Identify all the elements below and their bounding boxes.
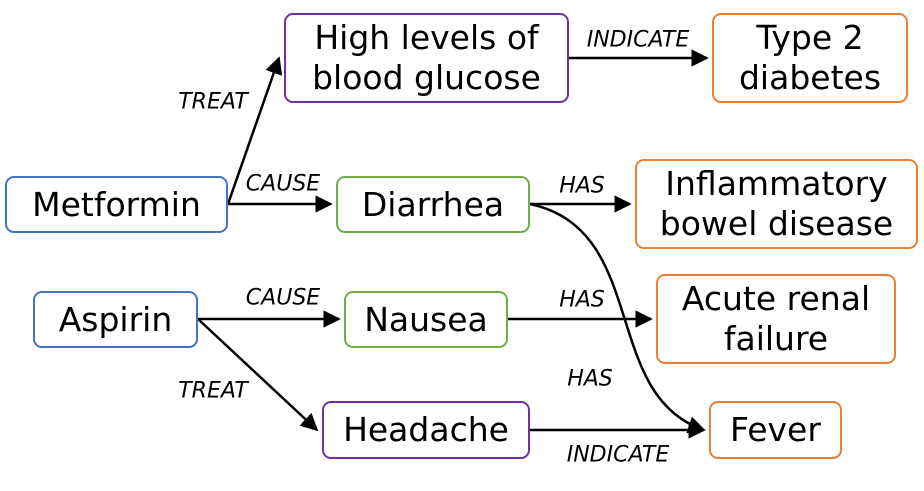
- node-nausea: Nausea: [344, 291, 508, 348]
- node-label: Diarrhea: [361, 184, 505, 224]
- node-label: High levels of blood glucose: [312, 18, 541, 97]
- edge-label-aspirin-treat: TREAT: [178, 378, 248, 404]
- edge-label-diarrhea-has-fever: HAS: [567, 366, 613, 392]
- edge-metformin-treat: [226, 56, 283, 205]
- node-fever: Fever: [709, 401, 842, 459]
- node-aspirin: Aspirin: [33, 291, 198, 348]
- node-label: Acute renal failure: [681, 279, 871, 358]
- edge-label-metformin-treat: TREAT: [178, 89, 248, 115]
- node-headache: Headache: [322, 401, 530, 459]
- edge-aspirin-treat: [197, 318, 319, 432]
- node-label: Type 2 diabetes: [738, 18, 882, 97]
- node-arf: Acute renal failure: [656, 274, 896, 364]
- node-label: Inflammatory bowel disease: [659, 164, 894, 243]
- edge-label-metformin-cause: CAUSE: [245, 171, 321, 197]
- node-label: Headache: [343, 410, 509, 450]
- node-label: Metformin: [32, 184, 201, 224]
- edge-label-glucose-indicate: INDICATE: [586, 27, 690, 53]
- edge-label-nausea-has: HAS: [559, 287, 605, 313]
- node-metformin: Metformin: [5, 176, 228, 233]
- edge-diarrhea-has-fever: [529, 202, 706, 434]
- edge-label-aspirin-cause: CAUSE: [245, 285, 321, 311]
- node-type2: Type 2 diabetes: [712, 13, 908, 103]
- edge-label-headache-indicate: INDICATE: [566, 442, 670, 468]
- node-label: Nausea: [364, 299, 488, 339]
- edge-label-diarrhea-has-ibd: HAS: [559, 173, 605, 199]
- node-high-glucose: High levels of blood glucose: [284, 13, 569, 103]
- node-ibd: Inflammatory bowel disease: [635, 159, 918, 249]
- node-label: Aspirin: [58, 299, 173, 339]
- node-label: Fever: [730, 410, 821, 450]
- node-diarrhea: Diarrhea: [336, 176, 530, 233]
